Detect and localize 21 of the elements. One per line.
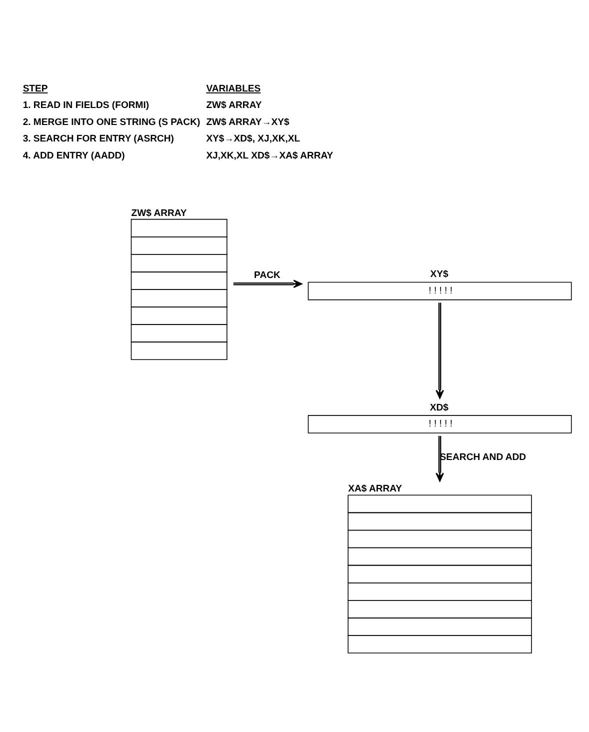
node-label: XD$ xyxy=(430,402,448,414)
label: XJ,XK,XL XD$→XA$ ARRAY xyxy=(206,150,334,162)
label: ZW$ ARRAY→XY$ xyxy=(206,116,290,128)
arrow xyxy=(436,436,444,482)
label: 1. READ IN FIELDS (FORMI) xyxy=(22,100,150,112)
label: 2. MERGE INTO ONE STRING (S PACK) xyxy=(22,116,200,128)
label: ZW$ ARRAY xyxy=(206,100,262,112)
label: 4. ADD ENTRY (AADD) xyxy=(22,150,125,162)
label: XY$→XD$, XJ,XK,XL xyxy=(206,134,300,145)
arrow xyxy=(436,302,444,399)
node-label: XY$ xyxy=(430,269,448,280)
arrow xyxy=(233,280,302,288)
label: VARIABLES xyxy=(206,83,261,94)
label: STEP xyxy=(22,83,48,94)
edge-label: PACK xyxy=(254,270,280,281)
node-label: ZW$ ARRAY xyxy=(131,208,187,219)
node-label: XA$ ARRAY xyxy=(348,484,402,495)
edge-label: SEARCH AND ADD xyxy=(440,452,526,464)
label: 3. SEARCH FOR ENTRY (ASRCH) xyxy=(22,134,174,145)
node-box: ! ! ! ! ! xyxy=(308,415,572,434)
node-box: ! ! ! ! ! xyxy=(308,282,572,300)
